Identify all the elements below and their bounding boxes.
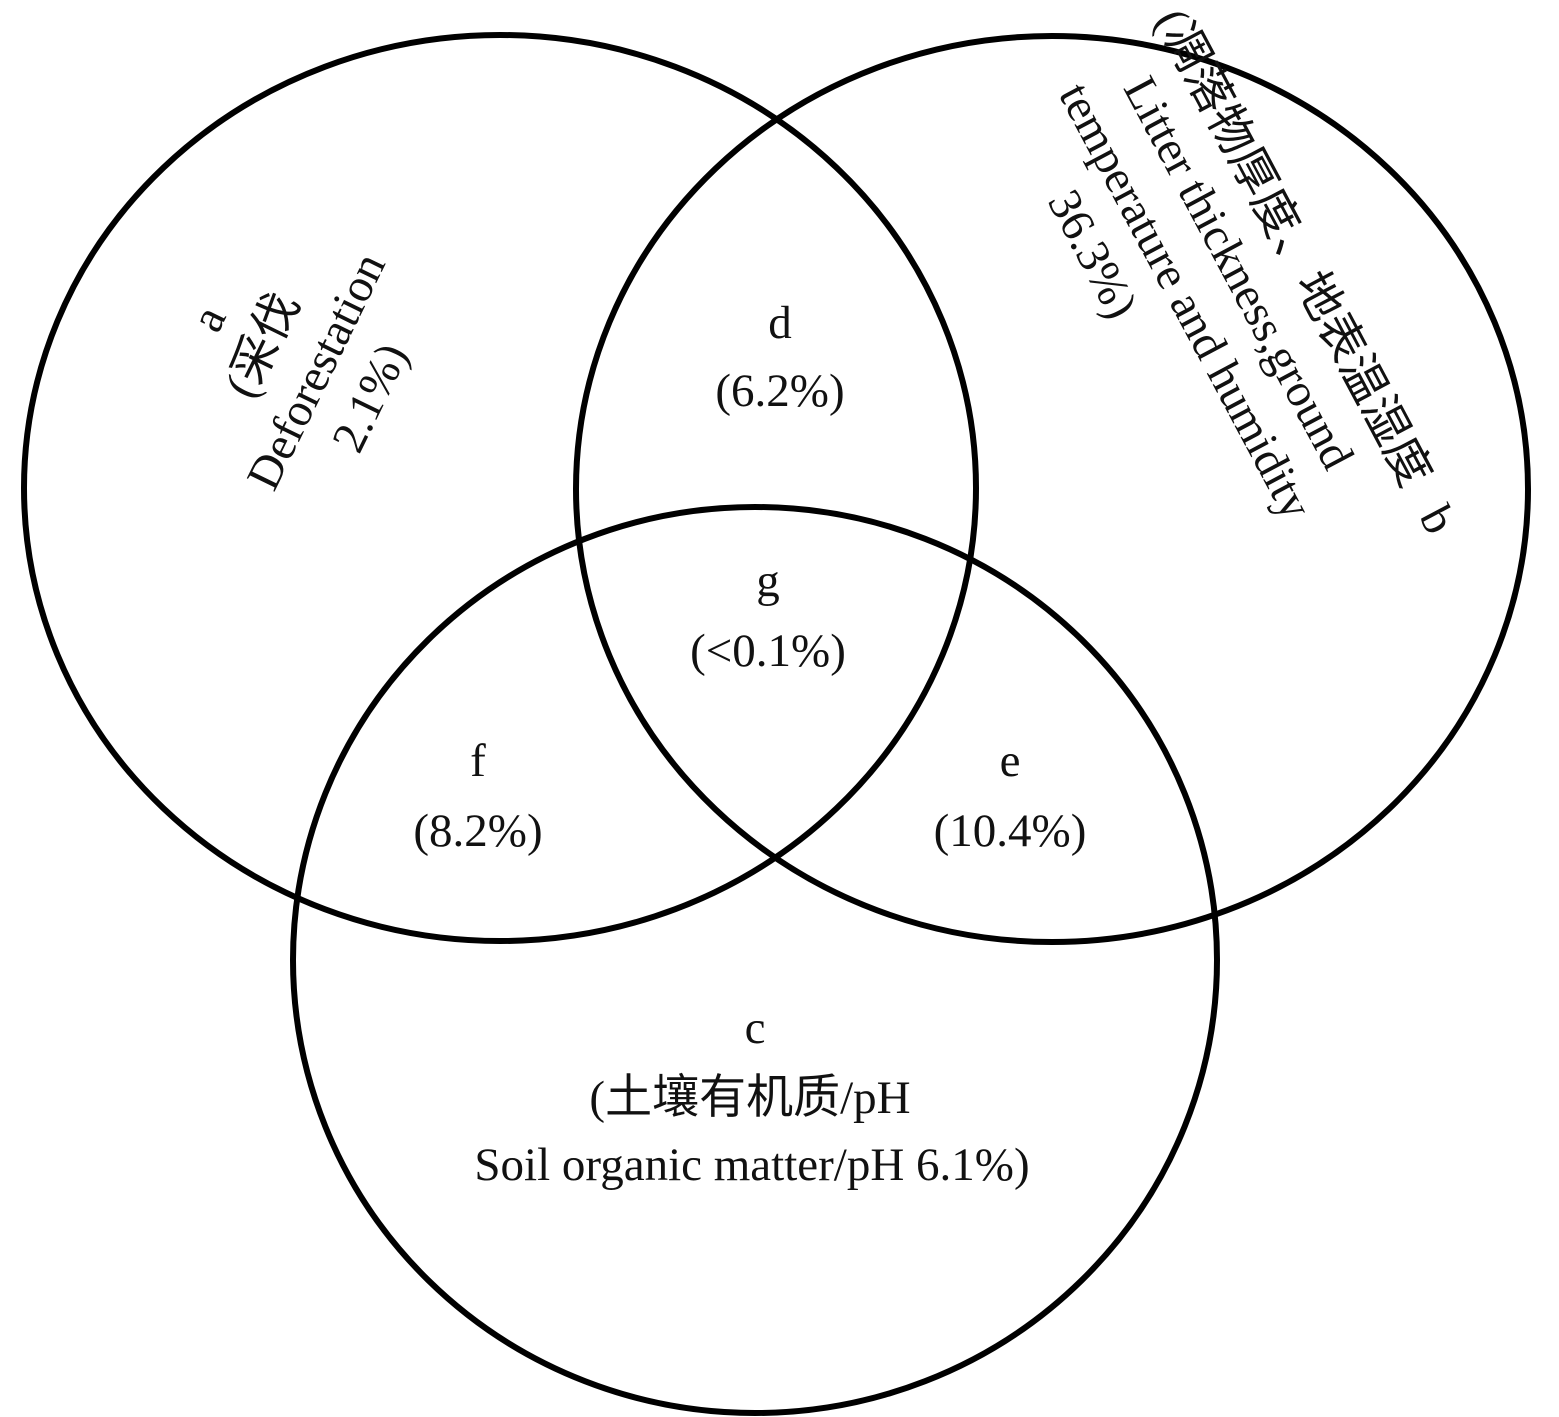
label-c-line2: Soil organic matter/pH 6.1%) bbox=[474, 1139, 1029, 1191]
label-a-letter: a bbox=[181, 298, 237, 340]
label-f-value: (8.2%) bbox=[413, 805, 542, 857]
label-b: (凋落物厚度、地表温湿度b Litter thickness,ground te… bbox=[1037, 0, 1466, 542]
label-d-letter: d bbox=[768, 297, 792, 349]
circle-a bbox=[21, 32, 979, 944]
label-a: a (采伐 Deforestation 2.1%) bbox=[181, 245, 419, 498]
label-c-line1: (土壤有机质/pH bbox=[589, 1072, 910, 1124]
label-b-letter: b bbox=[1409, 497, 1466, 542]
circle-b bbox=[573, 33, 1531, 945]
label-e-letter: e bbox=[1000, 735, 1021, 787]
circle-c bbox=[290, 504, 1220, 1416]
label-f-letter: f bbox=[470, 735, 486, 787]
label-g-value: (<0.1%) bbox=[690, 625, 846, 677]
label-c-letter: c bbox=[745, 1002, 766, 1054]
label-g-letter: g bbox=[756, 555, 780, 607]
label-d-value: (6.2%) bbox=[715, 365, 844, 417]
label-e-value: (10.4%) bbox=[934, 805, 1087, 857]
